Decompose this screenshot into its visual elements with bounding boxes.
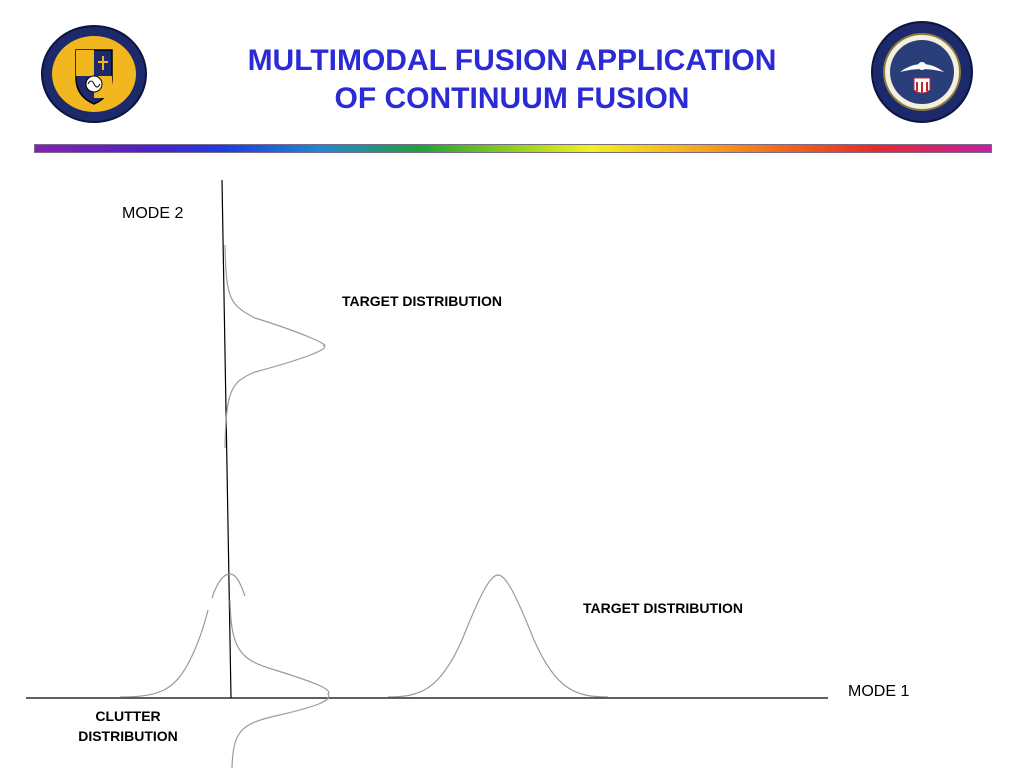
clutter-label-line-1: CLUTTER (95, 708, 161, 724)
page-title: MULTIMODAL FUSION APPLICATION OF CONTINU… (150, 42, 874, 118)
rainbow-divider (34, 144, 992, 153)
target-distribution-horizontal-label: TARGET DISTRIBUTION (583, 600, 743, 616)
target-distribution-horizontal-curve (387, 574, 609, 698)
nrl-seal-icon (41, 25, 147, 123)
mode2-axis (221, 179, 232, 699)
mode1-label: MODE 1 (848, 683, 910, 700)
clutter-label-line-2: DISTRIBUTION (78, 728, 178, 744)
mode2-label: MODE 2 (122, 205, 184, 222)
target-distribution-vertical-curve (224, 244, 326, 449)
clutter-distribution-label: CLUTTER DISTRIBUTION (58, 706, 198, 746)
clutter-distribution-horizontal-curve (119, 609, 209, 698)
clutter-distribution-vertical-curve (229, 599, 330, 768)
title-line-1: MULTIMODAL FUSION APPLICATION (247, 44, 777, 77)
title-line-2: OF CONTINUUM FUSION (334, 82, 690, 115)
clutter-distribution-horizontal-peak (211, 573, 246, 599)
target-distribution-vertical-label: TARGET DISTRIBUTION (342, 293, 502, 309)
navy-seal-icon (871, 21, 973, 123)
